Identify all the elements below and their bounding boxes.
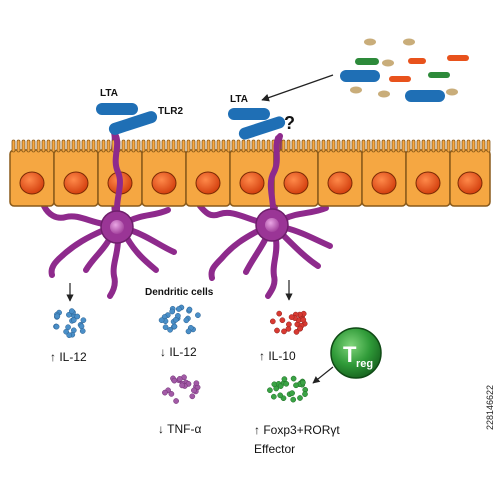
dendritic-cell-bodies	[100, 208, 289, 244]
tlr2-receptor-icon	[96, 103, 158, 135]
lta-label-right: LTA	[230, 94, 248, 105]
foxp3-label: ↑ Foxp3+RORγt	[254, 423, 340, 437]
unknown-receptor-icon	[228, 108, 286, 140]
dendritic-cells-label: Dendritic cells	[145, 287, 214, 298]
stock-id-watermark: 228146622	[485, 385, 495, 430]
il10-up-label: ↑ IL-10	[259, 349, 296, 363]
question-mark: ?	[284, 113, 295, 133]
effector-label: Effector	[254, 442, 295, 456]
svg-text:reg: reg	[356, 358, 373, 370]
tnf-down-label: ↓ TNF-α	[158, 422, 201, 436]
tlr2-label: TLR2	[158, 106, 183, 117]
il12-up-label: ↑ IL-12	[50, 350, 87, 364]
treg-cell-icon: T reg	[330, 327, 382, 379]
il12-down-label: ↓ IL-12	[160, 345, 197, 359]
bacteria-cluster-icon	[340, 38, 469, 102]
dendritic-cell-icon	[41, 127, 333, 299]
intestinal-epithelium-icon	[9, 139, 491, 207]
svg-text:T: T	[343, 342, 357, 367]
treg-arrow	[312, 366, 334, 384]
lta-label-left: LTA	[100, 88, 118, 99]
bacteria-to-lta-arrow	[261, 74, 334, 102]
cytokine-dots-icon	[53, 304, 309, 404]
